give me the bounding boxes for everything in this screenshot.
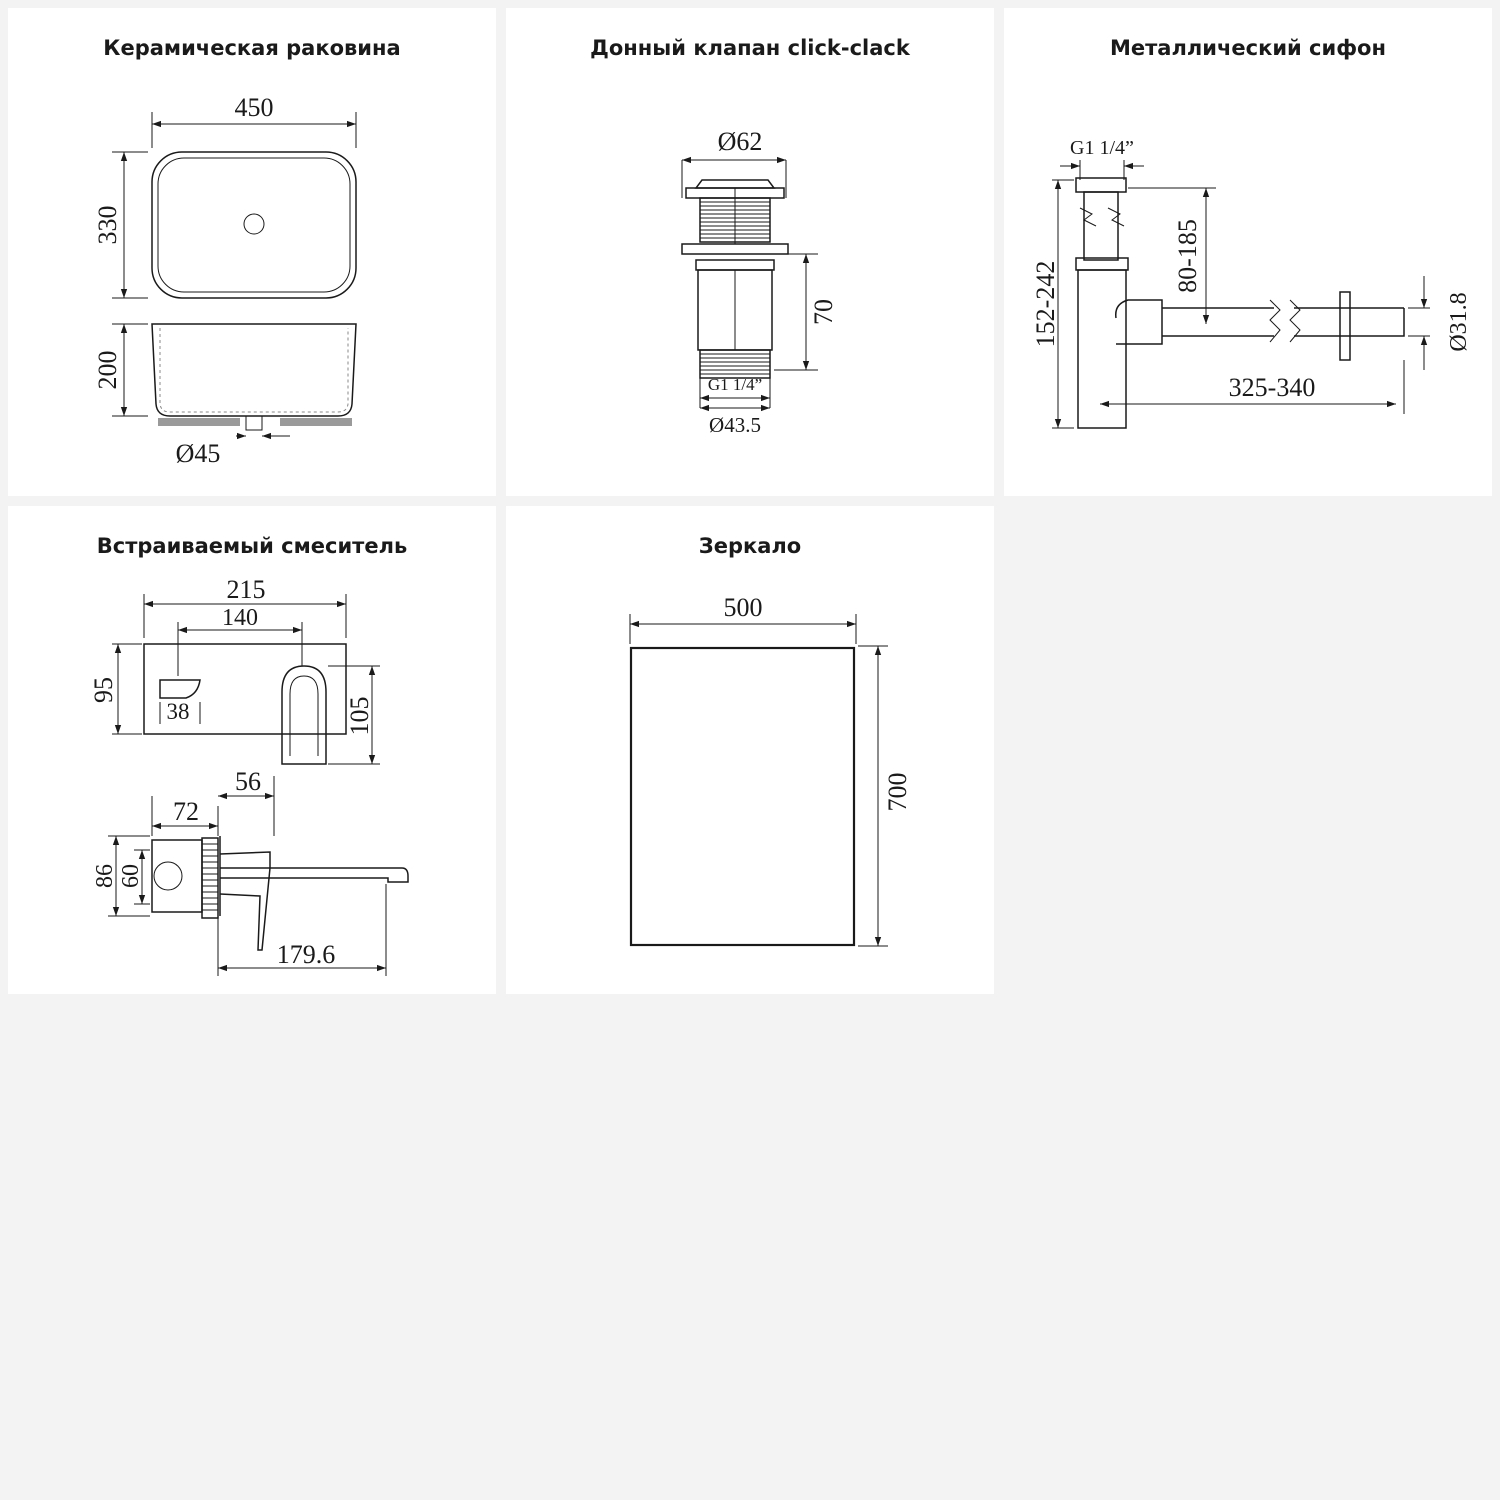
valve-dim-thread: G1 1/4” bbox=[708, 375, 762, 394]
mixer-title: Встраиваемый смеситель bbox=[96, 534, 408, 558]
siphon-outlet-pipe bbox=[1162, 307, 1405, 337]
panel-mixer: Встраиваемый смеситель 215 140 38 95 bbox=[8, 506, 496, 994]
mixer-spout-side bbox=[220, 867, 409, 883]
mixer-dim-plate-width: 215 bbox=[227, 575, 266, 604]
panel-siphon: Металлический сифон G1 1/4” 152-242 bbox=[1004, 8, 1492, 496]
siphon-bottle bbox=[1077, 269, 1127, 429]
mixer-dim-body-inner: 60 bbox=[118, 864, 144, 888]
mixer-dim-depth-b: 72 bbox=[173, 797, 199, 826]
mixer-dim-spout: 179.6 bbox=[277, 940, 336, 969]
panel-sink: Керамическая раковина 450 330 200 bbox=[8, 8, 496, 496]
siphon-vertical-pipe bbox=[1083, 191, 1119, 261]
sink-base-right bbox=[280, 418, 352, 426]
mixer-spout-front bbox=[159, 679, 201, 699]
sink-dim-depth: 330 bbox=[93, 206, 122, 245]
mixer-drawing: 215 140 38 95 105 56 72 bbox=[89, 575, 409, 976]
siphon-dim-total-height: 152-242 bbox=[1031, 261, 1060, 348]
mixer-thread bbox=[201, 837, 219, 919]
sink-base-left bbox=[158, 418, 240, 426]
mirror-dim-width: 500 bbox=[724, 593, 763, 622]
panel-mirror: Зеркало 500 700 bbox=[506, 506, 994, 994]
panel-valve: Донный клапан click-clack Ø62 bbox=[506, 8, 994, 496]
mixer-valve-body bbox=[151, 839, 203, 913]
mixer-dim-body-outer: 86 bbox=[92, 864, 118, 888]
mixer-front-plate bbox=[143, 643, 347, 735]
sink-drawing: 450 330 200 Ø45 bbox=[93, 93, 357, 468]
valve-cap bbox=[694, 179, 776, 189]
sink-title: Керамическая раковина bbox=[103, 36, 401, 60]
sink-dim-drain: Ø45 bbox=[176, 439, 221, 468]
sink-dim-width: 450 bbox=[235, 93, 274, 122]
siphon-dim-pipe-height: 80-185 bbox=[1173, 219, 1202, 293]
sink-drain-hole bbox=[243, 213, 265, 235]
siphon-dim-length: 325-340 bbox=[1229, 373, 1316, 402]
valve-title: Донный клапан click-clack bbox=[590, 36, 910, 60]
valve-drawing: Ø62 70 bbox=[681, 127, 838, 437]
mixer-dim-depth-a: 56 bbox=[235, 767, 261, 796]
valve-dim-height: 70 bbox=[809, 299, 838, 325]
siphon-dim-thread: G1 1/4” bbox=[1070, 137, 1134, 159]
mixer-dim-axis: 140 bbox=[222, 605, 258, 631]
mirror-drawing: 500 700 bbox=[629, 593, 912, 947]
sink-side-view bbox=[151, 323, 357, 417]
mirror-title: Зеркало bbox=[698, 534, 802, 558]
mixer-handle-side bbox=[219, 851, 271, 951]
mixer-handle-front bbox=[281, 665, 327, 765]
siphon-drawing: G1 1/4” 152-242 80-185 325-340 bbox=[1031, 137, 1472, 429]
valve-dim-bottom: Ø43.5 bbox=[709, 413, 761, 437]
mixer-dim-plate-height: 95 bbox=[89, 677, 118, 703]
valve-dim-top: Ø62 bbox=[718, 127, 763, 156]
mirror-outline bbox=[629, 646, 856, 947]
mixer-dim-handle-height: 105 bbox=[345, 697, 374, 736]
sink-top-view bbox=[151, 151, 357, 299]
mixer-dim-small: 38 bbox=[167, 699, 190, 724]
siphon-dim-outlet: Ø31.8 bbox=[1446, 292, 1472, 351]
siphon-title: Металлический сифон bbox=[1110, 36, 1386, 60]
sink-dim-height: 200 bbox=[93, 351, 122, 390]
mirror-dim-height: 700 bbox=[883, 773, 912, 812]
